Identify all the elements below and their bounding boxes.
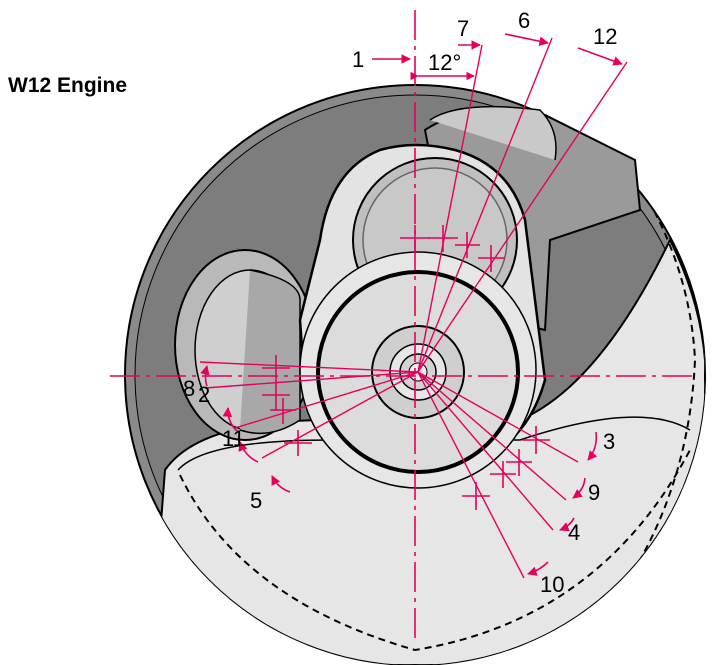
left-crankpin xyxy=(174,249,316,441)
label-12: 12 xyxy=(593,24,617,49)
label-5: 5 xyxy=(250,488,262,513)
label-8: 8 xyxy=(183,376,195,401)
label-3: 3 xyxy=(603,429,615,454)
label-7: 7 xyxy=(457,16,469,41)
radial-lines-upper xyxy=(417,37,628,373)
diagram-title: W12 Engine xyxy=(8,74,128,97)
labels: 1 7 6 12 12° 8 2 11 5 3 9 4 10 xyxy=(183,8,617,597)
center-lines xyxy=(110,10,695,640)
crank-web xyxy=(298,143,547,489)
radial-lines-left xyxy=(199,361,419,459)
label-9: 9 xyxy=(588,480,600,505)
pointer-arrows xyxy=(200,33,623,576)
label-1: 1 xyxy=(352,47,364,72)
label-11: 11 xyxy=(222,426,245,451)
tick-marks xyxy=(262,225,550,510)
label-2: 2 xyxy=(198,382,210,407)
label-10: 10 xyxy=(540,572,564,597)
label-4: 4 xyxy=(568,520,580,545)
radial-lines-right xyxy=(417,371,579,579)
label-6: 6 xyxy=(518,8,530,33)
angle-label: 12° xyxy=(428,50,461,75)
